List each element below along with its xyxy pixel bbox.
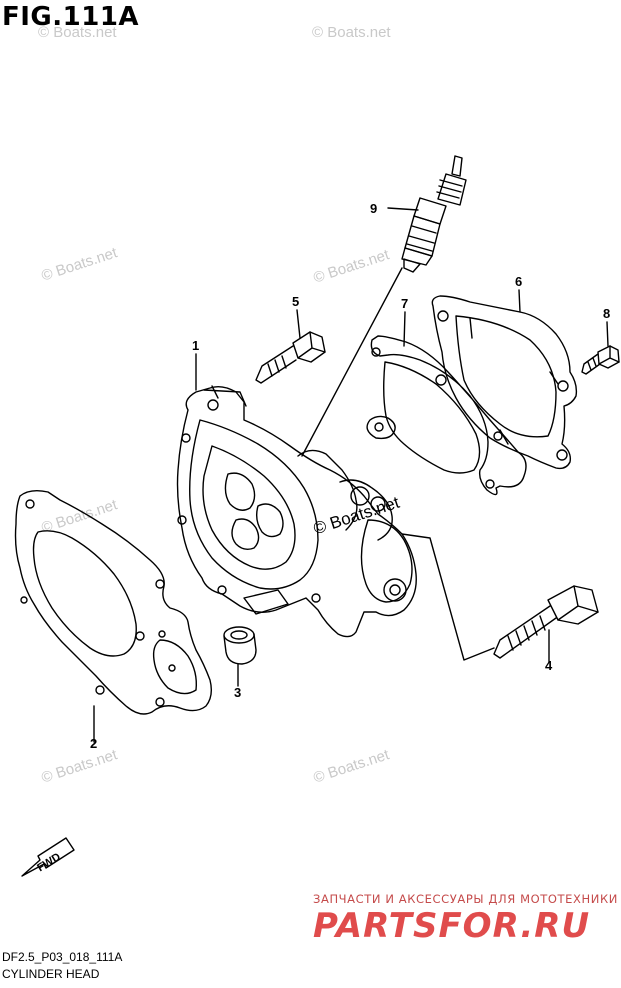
part-label-9: 9 (370, 201, 377, 216)
dowel-pin-3[interactable] (223, 626, 257, 665)
cover-6[interactable] (431, 295, 578, 470)
part-label-7: 7 (401, 296, 408, 311)
advert-brand[interactable]: PARTSFOR.RU (313, 906, 591, 946)
spark-plug[interactable] (401, 155, 467, 273)
bolt-4[interactable] (493, 585, 599, 659)
figure-code: DF2.5_P03_018_111A (2, 950, 123, 964)
part-label-8: 8 (603, 306, 610, 321)
part-label-3: 3 (234, 685, 241, 700)
part-label-4: 4 (545, 658, 553, 673)
figure-name: CYLINDER HEAD (2, 967, 100, 981)
bolt-8[interactable] (581, 345, 620, 375)
part-label-5: 5 (292, 294, 299, 309)
part-label-2: 2 (90, 736, 97, 751)
part-label-1: 1 (192, 338, 199, 353)
part-label-6: 6 (515, 274, 522, 289)
bolt-5[interactable] (255, 331, 326, 384)
cylinder-head-1[interactable] (176, 385, 417, 638)
watermark: © Boats.net (38, 24, 117, 41)
advert-tagline: ЗАПЧАСТИ И АКСЕССУАРЫ ДЛЯ МОТОТЕХНИКИ (313, 892, 618, 906)
gasket-7[interactable] (366, 335, 527, 496)
fwd-arrow-icon (21, 837, 75, 877)
head-gasket-2[interactable] (14, 489, 213, 715)
figure-title: FIG.111A (2, 2, 140, 32)
watermark: © Boats.net (312, 24, 391, 41)
